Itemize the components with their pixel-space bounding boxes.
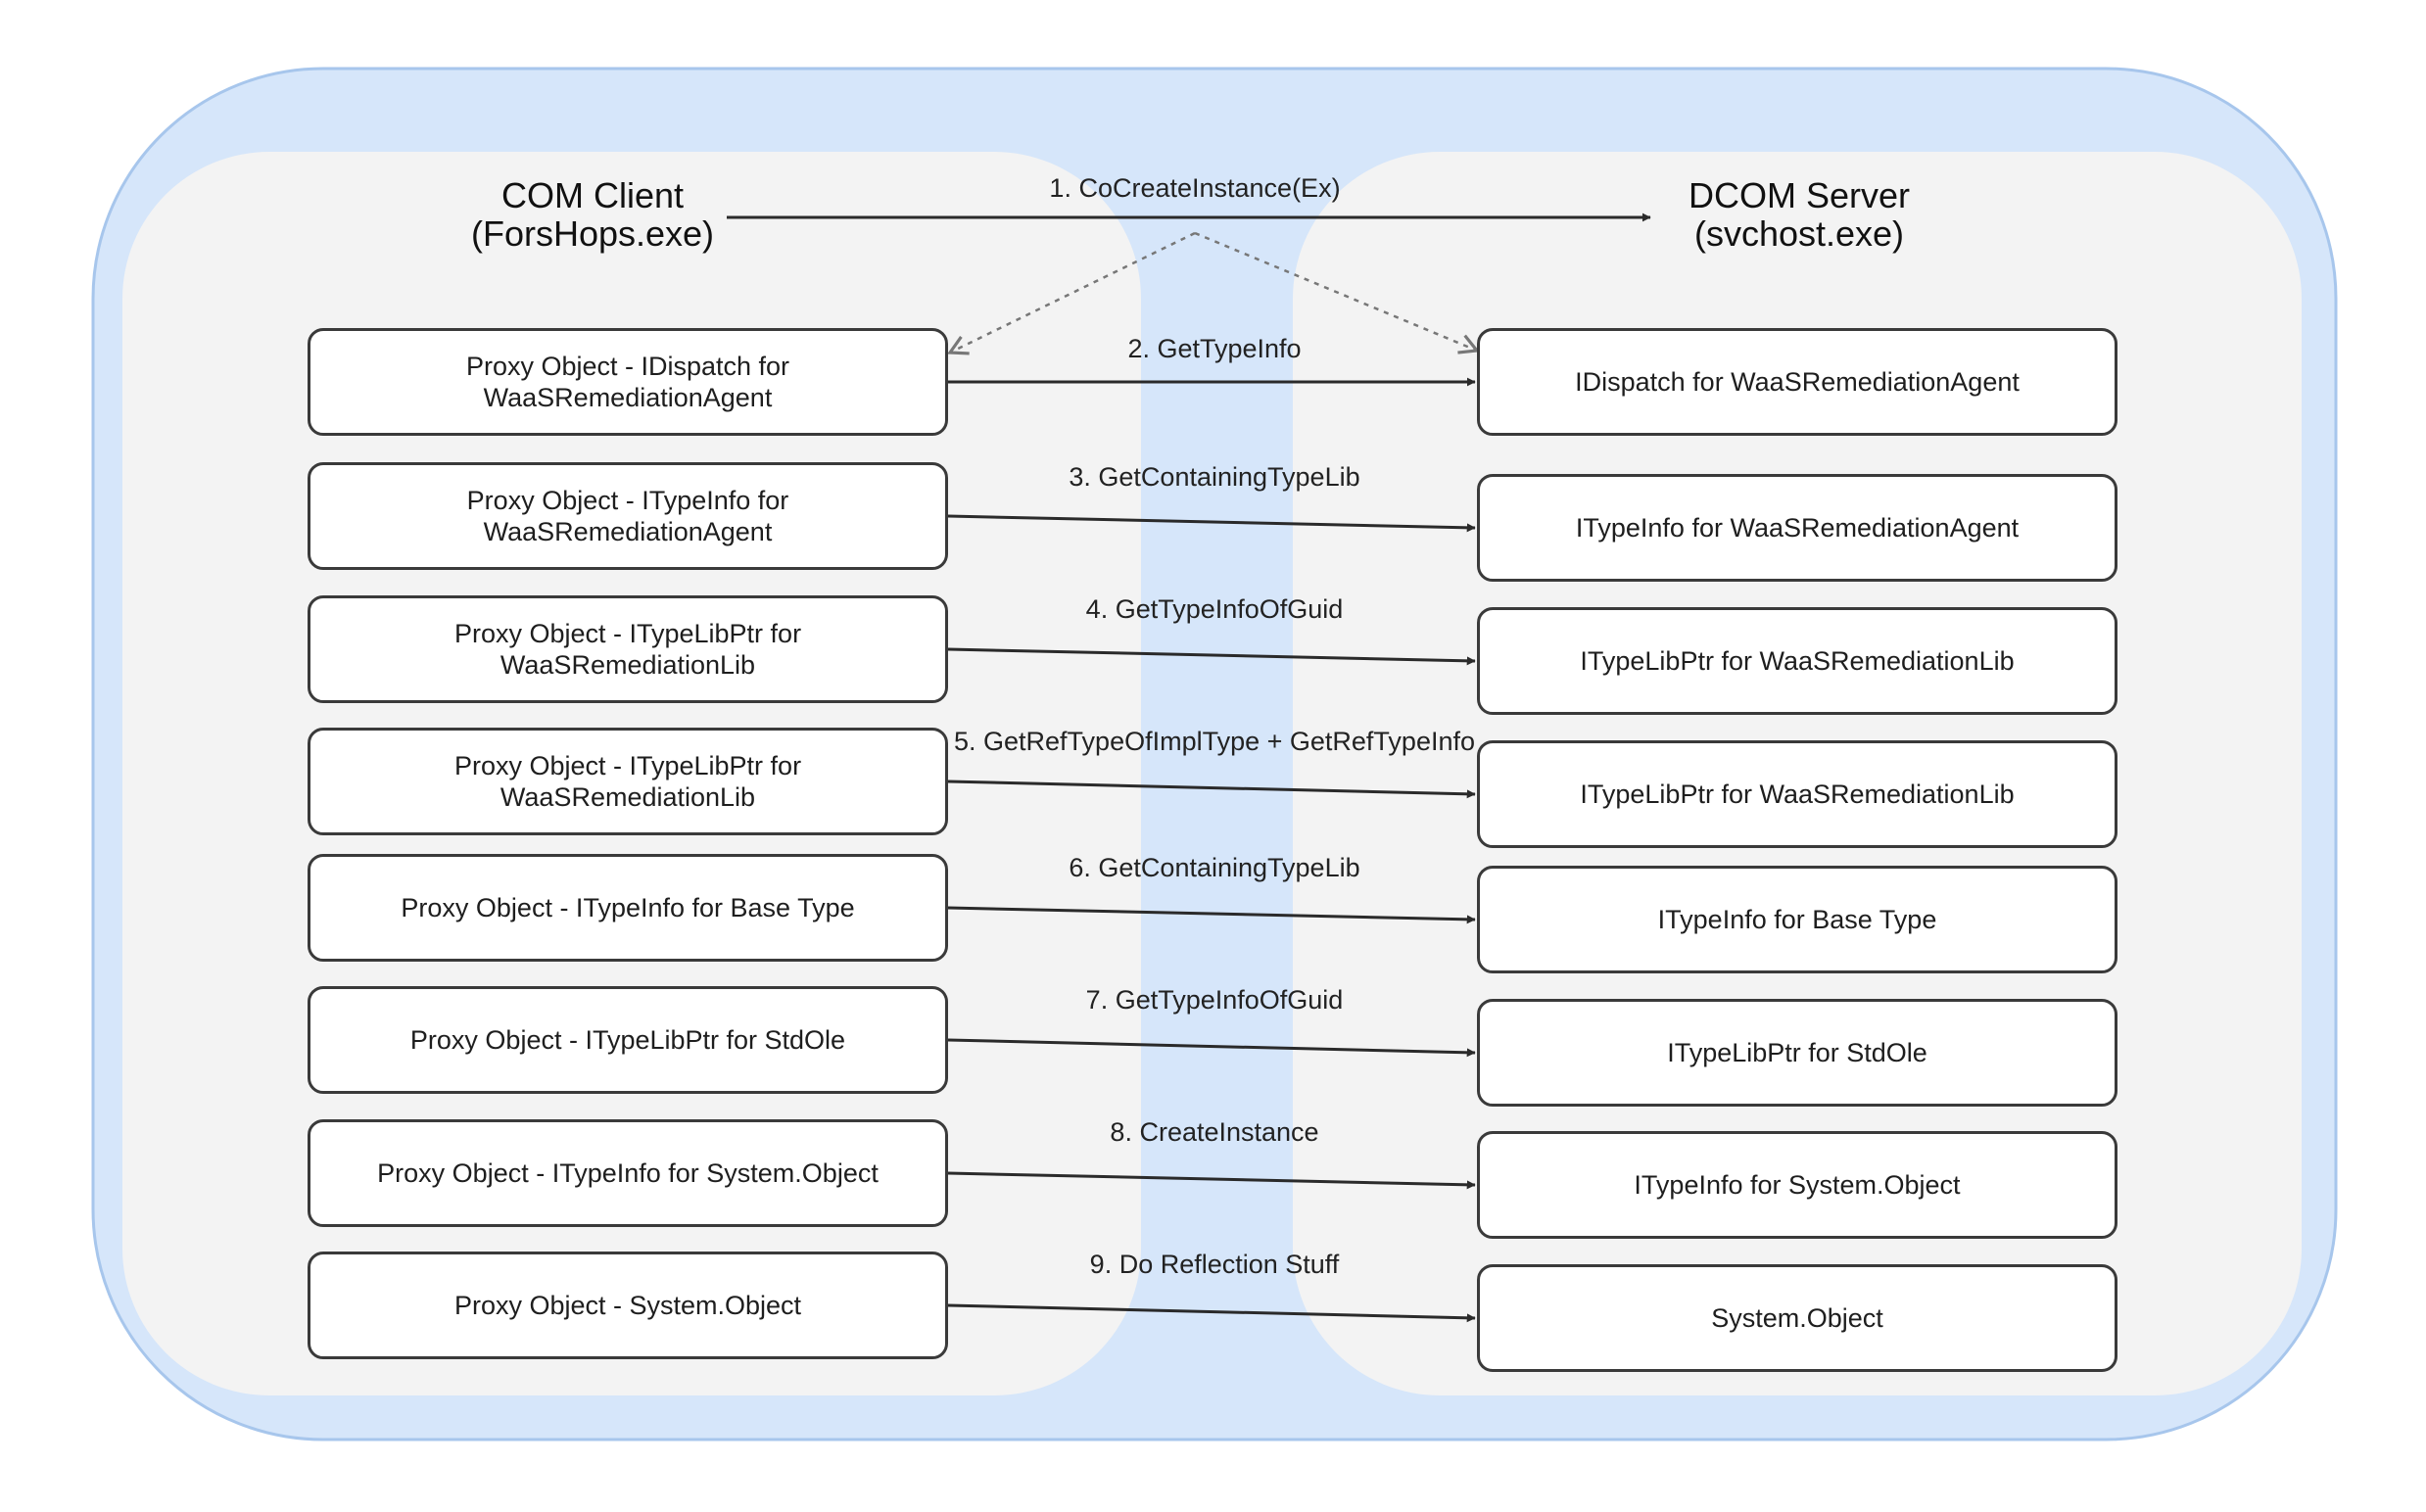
server-object-box-5: ITypeLibPtr for WaaSRemediationLib — [1477, 740, 2117, 848]
server-object-box-6: ITypeInfo for Base Type — [1477, 866, 2117, 973]
server-object-box-3: ITypeInfo for WaaSRemediationAgent — [1477, 474, 2117, 582]
arrow-step-6 — [947, 906, 1476, 924]
server-title: DCOM Server — [1688, 175, 1911, 216]
arrow-step-4 — [947, 647, 1476, 666]
server-object-box-9: System.Object — [1477, 1264, 2117, 1372]
client-proxy-box-2: Proxy Object - IDispatch for WaaSRemedia… — [308, 328, 948, 436]
step-label-9: 9. Do Reflection Stuff — [1089, 1249, 1340, 1279]
arrow-step-5 — [947, 780, 1476, 799]
server-object-box-8: ITypeInfo for System.Object — [1477, 1131, 2117, 1239]
step-label-1: 1. CoCreateInstance(Ex) — [1049, 172, 1341, 203]
server-object-box-2: IDispatch for WaaSRemediationAgent — [1477, 328, 2117, 436]
client-proxy-box-6: Proxy Object - ITypeInfo for Base Type — [308, 854, 948, 962]
server-object-box-7: ITypeLibPtr for StdOle — [1477, 999, 2117, 1107]
step-label-3: 3. GetContainingTypeLib — [1069, 461, 1360, 492]
server-process: (svchost.exe) — [1693, 213, 1905, 254]
arrow-step-8 — [947, 1171, 1476, 1190]
client-process: (ForsHops.exe) — [470, 213, 715, 254]
step-arrows — [947, 377, 1476, 1323]
client-proxy-box-7: Proxy Object - ITypeLibPtr for StdOle — [308, 986, 948, 1094]
client-title: COM Client — [500, 175, 685, 216]
server-header: DCOM Server (svchost.exe) — [1688, 175, 1911, 254]
dotted-arrow-to-client-proxy — [950, 231, 1196, 353]
step-label-8: 8. CreateInstance — [1110, 1116, 1319, 1147]
client-proxy-box-5: Proxy Object - ITypeLibPtr for WaaSRemed… — [308, 728, 948, 835]
client-proxy-box-3: Proxy Object - ITypeInfo for WaaSRemedia… — [308, 462, 948, 570]
client-proxy-box-9: Proxy Object - System.Object — [308, 1252, 948, 1359]
step-label-4: 4. GetTypeInfoOfGuid — [1085, 593, 1344, 624]
arrow-step-7 — [947, 1038, 1476, 1058]
client-proxy-box-8: Proxy Object - ITypeInfo for System.Obje… — [308, 1119, 948, 1227]
step-label-6: 6. GetContainingTypeLib — [1069, 852, 1360, 882]
step-label-7: 7. GetTypeInfoOfGuid — [1085, 984, 1344, 1015]
server-object-box-4: ITypeLibPtr for WaaSRemediationLib — [1477, 607, 2117, 715]
client-header: COM Client (ForsHops.exe) — [470, 175, 715, 254]
step-label-5: 5. GetRefTypeOfImplType + GetRefTypeInfo — [953, 726, 1476, 756]
client-proxy-box-4: Proxy Object - ITypeLibPtr for WaaSRemed… — [308, 595, 948, 703]
step-label-2: 2. GetTypeInfo — [1127, 333, 1302, 363]
arrow-step-9 — [947, 1303, 1476, 1323]
arrow-step-3 — [947, 514, 1476, 533]
dotted-arrow-to-server-object — [1194, 231, 1477, 351]
